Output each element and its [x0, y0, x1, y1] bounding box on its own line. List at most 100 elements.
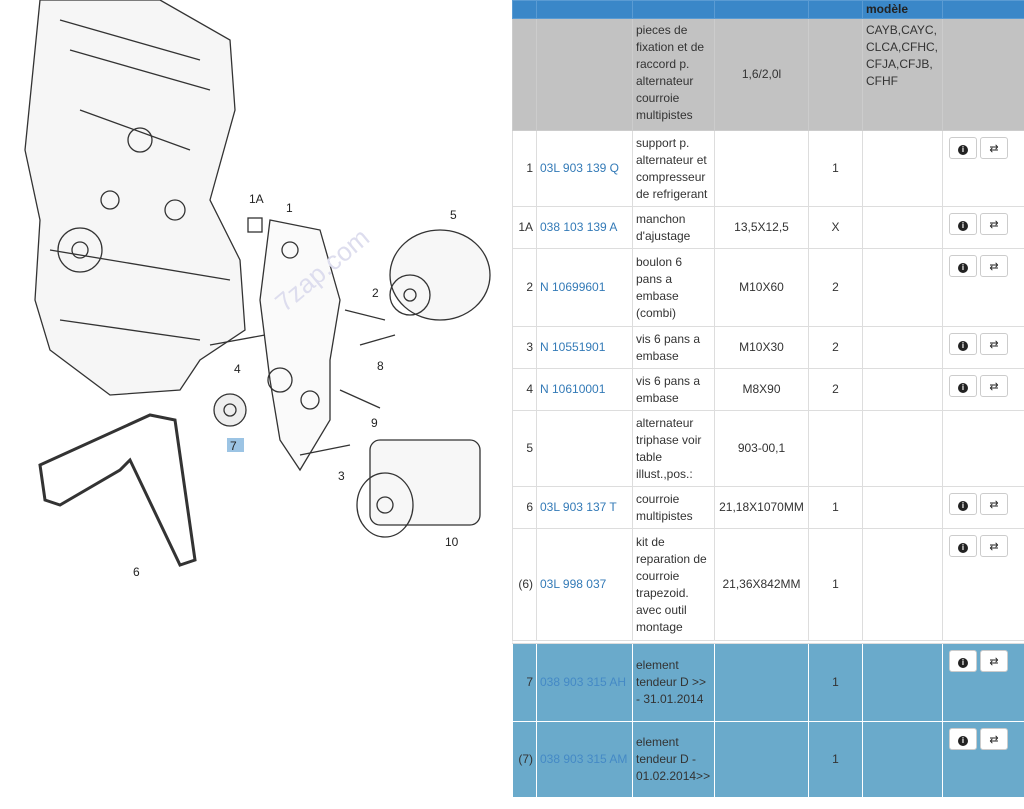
description: alternateur triphase voir table illust.,… [632, 410, 715, 487]
callout-1a[interactable]: 1A [249, 192, 264, 206]
part-number-link[interactable]: N 10699601 [540, 280, 606, 294]
callout-3[interactable]: 3 [338, 469, 345, 483]
callout-5[interactable]: 5 [450, 208, 457, 222]
position: 1 [512, 130, 537, 207]
compare-button[interactable]: ⇄ [980, 137, 1008, 159]
info-icon: i [958, 658, 968, 668]
swap-arrows-icon: ⇄ [989, 499, 999, 511]
info-button[interactable]: i [949, 650, 977, 672]
swap-arrows-icon: ⇄ [989, 143, 999, 155]
position: 7 [512, 643, 537, 722]
part-number-link[interactable]: 03L 903 137 T [540, 500, 617, 514]
compare-button[interactable]: ⇄ [980, 375, 1008, 397]
callout-9[interactable]: 9 [371, 416, 378, 430]
compare-button[interactable]: ⇄ [980, 255, 1008, 277]
info-button[interactable]: i [949, 493, 977, 515]
swap-arrows-icon: ⇄ [989, 339, 999, 351]
compare-button[interactable]: ⇄ [980, 728, 1008, 750]
swap-arrows-icon: ⇄ [989, 734, 999, 746]
quantity: 2 [808, 368, 863, 411]
table-row[interactable]: (6) 03L 998 037 kit de reparation de cou… [512, 528, 1024, 641]
callout-4[interactable]: 4 [234, 362, 241, 376]
spec: 13,5X12,5 [714, 206, 809, 249]
swap-arrows-icon: ⇄ [989, 656, 999, 668]
part-number-link[interactable]: 038 103 139 A [540, 220, 618, 234]
header-model: modèle [862, 0, 943, 19]
position: (6) [512, 528, 537, 641]
swap-arrows-icon: ⇄ [989, 541, 999, 553]
info-icon: i [958, 543, 968, 553]
spec [714, 721, 809, 798]
spec: M10X60 [714, 248, 809, 327]
position: 1A [512, 206, 537, 249]
info-icon: i [958, 145, 968, 155]
table-row[interactable]: 1A 038 103 139 A manchon d'ajustage 13,5… [512, 206, 1024, 249]
spec: 21,36X842MM [714, 528, 809, 641]
callout-6[interactable]: 6 [133, 565, 140, 579]
description: vis 6 pans a embase [632, 368, 715, 411]
info-icon: i [958, 221, 968, 231]
group-spec: 1,6/2,0l [714, 18, 809, 131]
quantity: 2 [808, 326, 863, 369]
info-icon: i [958, 263, 968, 273]
info-button[interactable]: i [949, 137, 977, 159]
info-button[interactable]: i [949, 535, 977, 557]
table-row[interactable]: 2 N 10699601 boulon 6 pans a embase (com… [512, 248, 1024, 327]
quantity: 1 [808, 130, 863, 207]
part-number-link[interactable]: N 10551901 [540, 340, 606, 354]
part-number-link[interactable]: 03L 998 037 [540, 577, 607, 591]
callout-8[interactable]: 8 [377, 359, 384, 373]
description: vis 6 pans a embase [632, 326, 715, 369]
callout-labels: 1A 1 5 2 4 8 9 3 7 10 6 [133, 192, 459, 579]
quantity: 1 [808, 721, 863, 798]
table-row[interactable]: 4 N 10610001 vis 6 pans a embase M8X90 2… [512, 368, 1024, 411]
table-row[interactable]: 7 038 903 315 AH element tendeur D >> - … [512, 643, 1024, 722]
table-row[interactable]: 6 03L 903 137 T courroie multipistes 21,… [512, 486, 1024, 529]
group-row: pieces de fixation et de raccord p. alte… [512, 18, 1024, 131]
compare-button[interactable]: ⇄ [980, 213, 1008, 235]
description: support p. alternateur et compresseur de… [632, 130, 715, 207]
exploded-parts-diagram: 7zap.com 1A 1 5 2 4 8 9 3 7 10 6 [24, 0, 491, 579]
group-models: CAYB,CAYC, CLCA,CFHC, CFJA,CFJB, CFHF [862, 18, 943, 131]
info-button[interactable]: i [949, 213, 977, 235]
spec: 903-00,1 [714, 410, 809, 487]
table-row[interactable]: (7) 038 903 315 AM element tendeur D - 0… [512, 721, 1024, 798]
part-number-link[interactable]: 038 903 315 AM [540, 752, 628, 766]
info-button[interactable]: i [949, 728, 977, 750]
quantity: 1 [808, 643, 863, 722]
callout-10[interactable]: 10 [445, 535, 459, 549]
compare-button[interactable]: ⇄ [980, 333, 1008, 355]
table-row[interactable]: 5 alternateur triphase voir table illust… [512, 410, 1024, 487]
callout-7[interactable]: 7 [230, 439, 237, 453]
table-row[interactable]: 1 03L 903 139 Q support p. alternateur e… [512, 130, 1024, 207]
engine-block-drawing [24, 0, 491, 567]
info-button[interactable]: i [949, 255, 977, 277]
description: boulon 6 pans a embase (combi) [632, 248, 715, 327]
description: kit de reparation de courroie trapezoid.… [632, 528, 715, 641]
callout-2[interactable]: 2 [372, 286, 379, 300]
description: manchon d'ajustage [632, 206, 715, 249]
group-description: pieces de fixation et de raccord p. alte… [632, 18, 715, 131]
info-button[interactable]: i [949, 375, 977, 397]
description: element tendeur D >> - 31.01.2014 [632, 643, 715, 722]
position: 2 [512, 248, 537, 327]
compare-button[interactable]: ⇄ [980, 493, 1008, 515]
quantity: 2 [808, 248, 863, 327]
spec: M10X30 [714, 326, 809, 369]
table-row[interactable]: 3 N 10551901 vis 6 pans a embase M10X30 … [512, 326, 1024, 369]
position: 4 [512, 368, 537, 411]
part-number-link[interactable]: 03L 903 139 Q [540, 161, 619, 175]
part-number-link[interactable]: N 10610001 [540, 382, 606, 396]
description: courroie multipistes [632, 486, 715, 529]
callout-7-highlight [227, 438, 244, 452]
quantity: X [808, 206, 863, 249]
compare-button[interactable]: ⇄ [980, 535, 1008, 557]
compare-button[interactable]: ⇄ [980, 650, 1008, 672]
info-button[interactable]: i [949, 333, 977, 355]
part-number-link[interactable]: 038 903 315 AH [540, 675, 627, 689]
callout-1[interactable]: 1 [286, 201, 293, 215]
info-icon: i [958, 341, 968, 351]
position: 6 [512, 486, 537, 529]
position: 3 [512, 326, 537, 369]
swap-arrows-icon: ⇄ [989, 219, 999, 231]
